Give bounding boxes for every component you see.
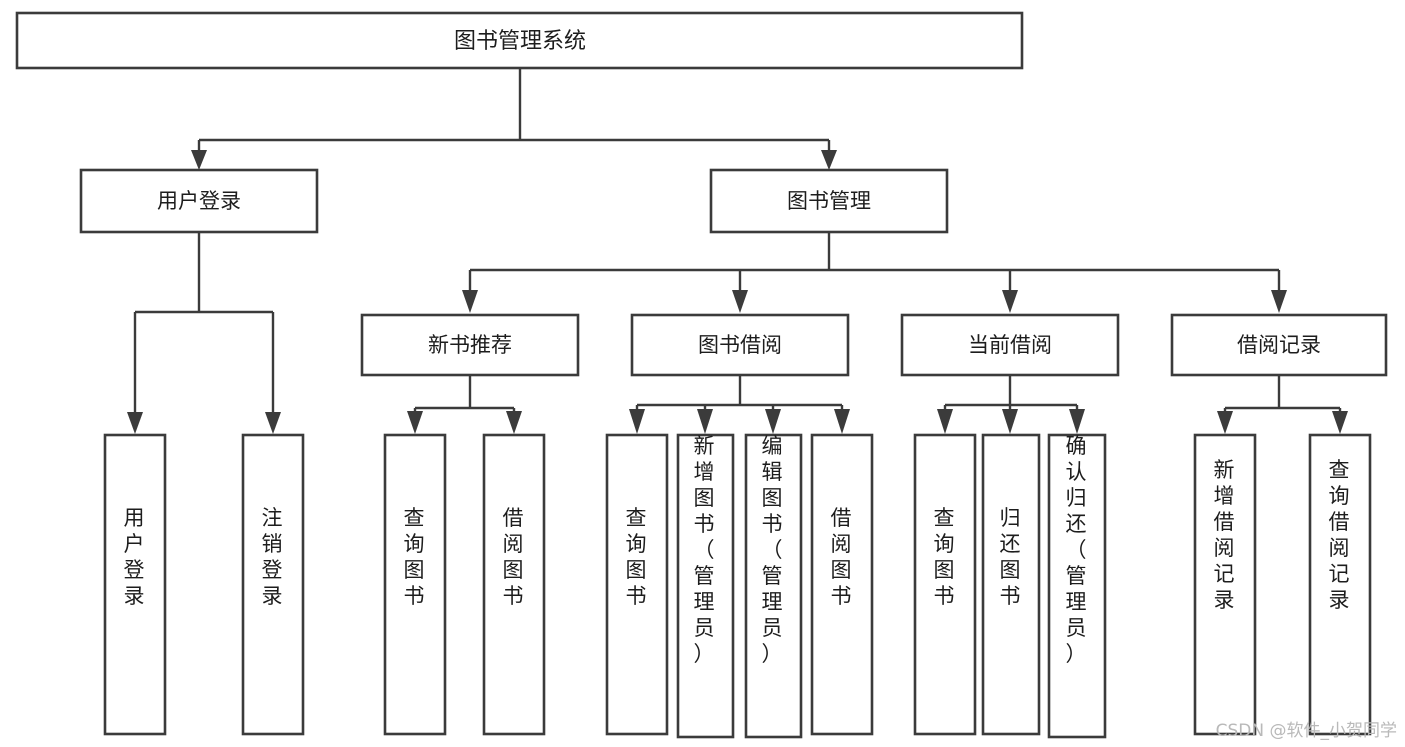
node-borrow-record-box[interactable]	[1170, 313, 1388, 377]
arrowhead-leaf-bb-1	[629, 409, 645, 434]
leaf-bookborrow-borrow-label: 借阅图书	[831, 506, 854, 608]
leaf-bookborrow-add-box[interactable]	[676, 433, 735, 739]
node-book-borrow[interactable]: 图书借阅	[630, 313, 850, 377]
arrowhead-leaf-cb-3	[1069, 409, 1085, 434]
arrowhead-leaf-br-2	[1332, 411, 1348, 434]
node-user-login[interactable]: 用户登录	[79, 168, 319, 234]
leaf-borrowrecord-query-label: 查询借阅记录	[1329, 458, 1352, 612]
node-book-borrow-box[interactable]	[630, 313, 850, 377]
arrowhead-leaf-cb-2	[1002, 409, 1018, 434]
leaf-currentborrow-confirm[interactable]: 确认归还（管理员）	[1047, 433, 1107, 739]
arrowhead-borrowrecord	[1271, 290, 1287, 313]
node-book-management-label: 图书管理	[787, 189, 871, 213]
csdn-watermark: CSDN @软件_小贺同学	[1215, 721, 1397, 741]
leaf-newbook-query[interactable]: 查询图书	[383, 433, 447, 736]
node-book-management-box[interactable]	[709, 168, 949, 234]
leaf-bookborrow-query[interactable]: 查询图书	[605, 433, 669, 736]
leaf-currentborrow-return[interactable]: 归还图书	[981, 433, 1041, 736]
arrowhead-leaf-bb-3	[765, 409, 781, 434]
leaf-bookborrow-edit[interactable]: 编辑图书（管理员）	[744, 433, 803, 739]
leaf-newbook-borrow-box[interactable]	[482, 433, 546, 736]
arrowhead-leaf-user-logout	[265, 412, 281, 434]
leaf-user-login-login-box[interactable]	[103, 433, 167, 736]
leaf-borrowrecord-add-box[interactable]	[1193, 433, 1257, 736]
leaf-newbook-query-box[interactable]	[383, 433, 447, 736]
arrowhead-leaf-br-1	[1217, 411, 1233, 434]
leaf-bookborrow-add[interactable]: 新增图书（管理员）	[676, 433, 735, 739]
node-root-box[interactable]	[15, 11, 1024, 70]
leaf-borrowrecord-query[interactable]: 查询借阅记录	[1308, 433, 1372, 736]
leaf-borrowrecord-add[interactable]: 新增借阅记录	[1193, 433, 1257, 736]
leaf-user-login-login[interactable]: 用户登录	[103, 433, 167, 736]
arrowhead-leaf-nb-2	[506, 411, 522, 434]
arrowhead-bookborrow	[732, 290, 748, 313]
leaf-user-login-logout-label: 注销登录	[262, 506, 285, 608]
leaf-bookborrow-borrow[interactable]: 借阅图书	[810, 433, 874, 736]
node-new-book-recommend-label: 新书推荐	[428, 333, 512, 357]
node-current-borrow[interactable]: 当前借阅	[900, 313, 1120, 377]
leaf-bookborrow-query-box[interactable]	[605, 433, 669, 736]
node-user-login-label: 用户登录	[157, 189, 241, 213]
leaf-currentborrow-return-box[interactable]	[981, 433, 1041, 736]
arrowhead-currentborrow	[1002, 290, 1018, 313]
node-current-borrow-label: 当前借阅	[968, 333, 1052, 357]
arrowhead-leaf-nb-1	[407, 411, 423, 434]
node-borrow-record[interactable]: 借阅记录	[1170, 313, 1388, 377]
leaf-newbook-query-label: 查询图书	[404, 506, 427, 608]
arrowhead-leaf-bb-4	[834, 409, 850, 434]
leaf-bookborrow-query-label: 查询图书	[626, 506, 649, 608]
node-borrow-record-label: 借阅记录	[1237, 333, 1321, 357]
node-user-login-box[interactable]	[79, 168, 319, 234]
arrowhead-leaf-bb-2	[697, 409, 713, 434]
leaf-bookborrow-edit-label: 编辑图书（管理员）	[762, 434, 785, 666]
node-current-borrow-box[interactable]	[900, 313, 1120, 377]
node-book-management[interactable]: 图书管理	[709, 168, 949, 234]
leaf-user-login-logout-box[interactable]	[241, 433, 305, 736]
leaf-user-login-login-label: 用户登录	[124, 506, 147, 608]
leaf-currentborrow-query-label: 查询图书	[934, 506, 957, 608]
leaf-currentborrow-query[interactable]: 查询图书	[913, 433, 977, 736]
leaf-currentborrow-confirm-box[interactable]	[1047, 433, 1107, 739]
node-root[interactable]: 图书管理系统	[15, 11, 1024, 70]
leaf-currentborrow-query-box[interactable]	[913, 433, 977, 736]
leaf-bookborrow-edit-box[interactable]	[744, 433, 803, 739]
node-new-book-recommend-box[interactable]	[360, 313, 580, 377]
node-new-book-recommend[interactable]: 新书推荐	[360, 313, 580, 377]
leaf-newbook-borrow-label: 借阅图书	[503, 506, 526, 608]
leaf-user-login-logout[interactable]: 注销登录	[241, 433, 305, 736]
arrowhead-leaf-cb-1	[937, 409, 953, 434]
arrowhead-leaf-user-login	[127, 412, 143, 434]
arrowhead-bookmgmt	[821, 150, 837, 170]
leaf-bookborrow-borrow-box[interactable]	[810, 433, 874, 736]
arrowhead-userlogin	[191, 150, 207, 170]
leaf-borrowrecord-add-label: 新增借阅记录	[1214, 458, 1237, 612]
leaf-borrowrecord-query-box[interactable]	[1308, 433, 1372, 736]
node-book-borrow-label: 图书借阅	[698, 333, 782, 357]
leaf-bookborrow-add-label: 新增图书（管理员）	[694, 434, 717, 666]
leaf-currentborrow-return-label: 归还图书	[1000, 506, 1023, 608]
leaf-newbook-borrow[interactable]: 借阅图书	[482, 433, 546, 736]
connector-layer	[127, 68, 1348, 434]
arrowhead-newbook	[462, 290, 478, 313]
leaf-currentborrow-confirm-label: 确认归还（管理员）	[1066, 434, 1089, 666]
node-root-label: 图书管理系统	[454, 29, 586, 54]
